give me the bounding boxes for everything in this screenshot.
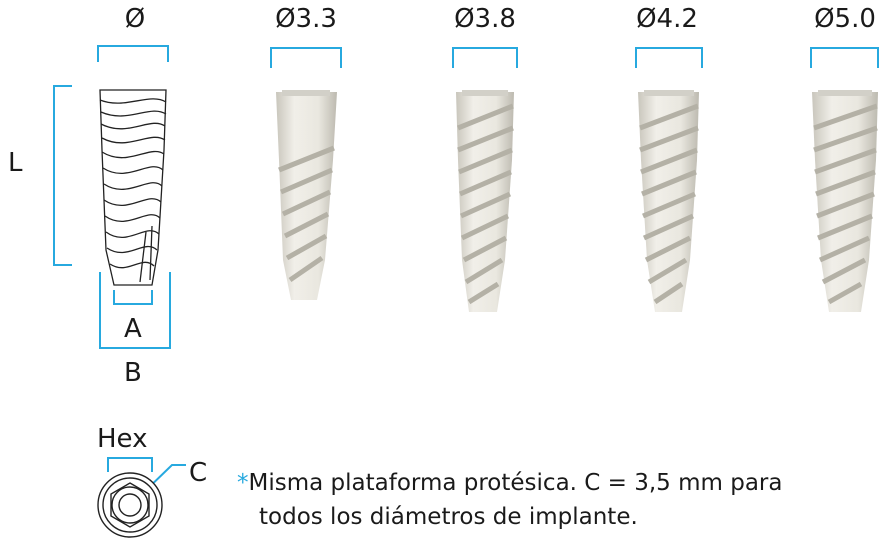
bracket-3-8 [452, 47, 518, 68]
platform-note: *Misma plataforma protésica. C = 3,5 mm … [237, 466, 783, 534]
hex-bracket [107, 457, 153, 472]
diameter-label-3-8: Ø3.8 [454, 4, 516, 34]
length-label: L [8, 148, 23, 178]
length-bracket [53, 85, 72, 266]
implant-5-0 [812, 90, 878, 312]
base-width-label: B [124, 358, 142, 388]
diameter-label-5-0: Ø5.0 [814, 4, 876, 34]
bracket-5-0 [810, 47, 879, 68]
hex-label: Hex [97, 424, 148, 454]
note-line-1: Misma plataforma protésica. C = 3,5 mm p… [248, 470, 783, 496]
diameter-label-4-2: Ø4.2 [636, 4, 698, 34]
note-asterisk: * [237, 470, 249, 496]
hex-platform-icon [97, 472, 163, 538]
implant-line-art [99, 89, 167, 286]
platform-label: C [189, 458, 208, 488]
bracket-generic [97, 45, 169, 62]
implant-3-8 [456, 90, 514, 312]
note-line-2: todos los diámetros de implante. [259, 504, 638, 530]
implant-3-3 [276, 90, 337, 300]
implant-4-2 [638, 90, 699, 312]
apex-width-bracket [113, 290, 153, 305]
diameter-label-3-3: Ø3.3 [275, 4, 337, 34]
bracket-4-2 [635, 47, 703, 68]
apex-width-label: A [124, 314, 142, 344]
diameter-label-generic: Ø [124, 4, 146, 34]
bracket-3-3 [270, 47, 342, 68]
base-width-bracket [99, 272, 171, 349]
